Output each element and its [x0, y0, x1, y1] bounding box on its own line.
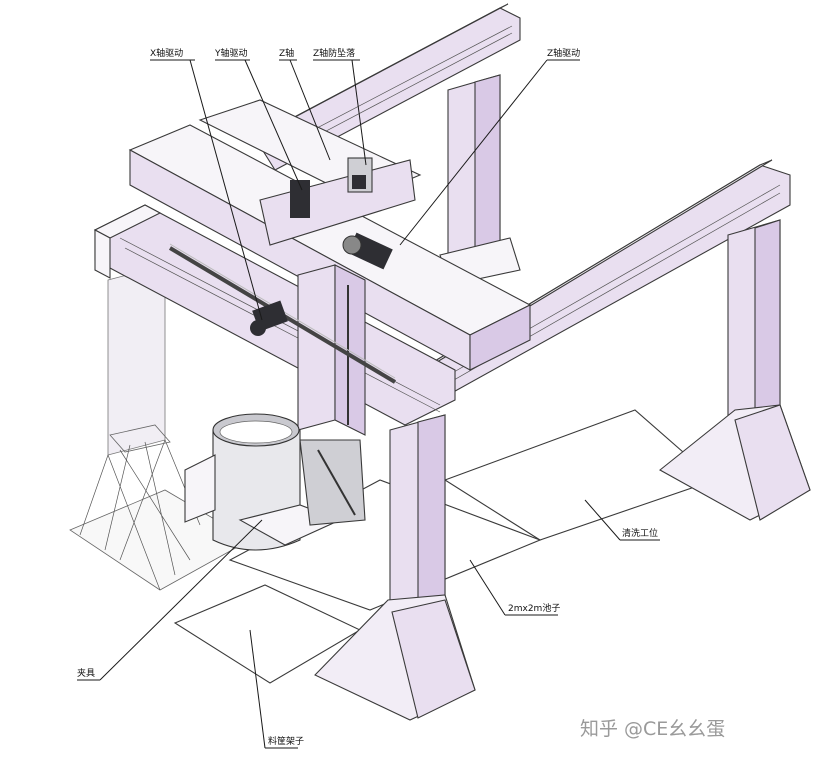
carriage	[128, 99, 532, 371]
z-antifall-unit	[347, 157, 373, 193]
y-drive-motor	[290, 180, 310, 218]
label-y-drive: Y轴驱动	[214, 47, 248, 59]
label-x-drive: X轴驱动	[150, 47, 183, 59]
front-right-leg	[659, 219, 811, 521]
fixture-cylinder	[184, 413, 366, 551]
x-drive-motor	[250, 300, 288, 336]
label-z-drive-right: Z轴驱动	[547, 47, 580, 59]
label-pool: 2mx2m池子	[508, 602, 560, 614]
label-material-rack: 料筐架子	[268, 735, 304, 747]
leader-lines	[77, 59, 660, 749]
left-leg-ghost	[69, 264, 251, 591]
label-z-axis: Z轴	[279, 47, 294, 59]
front-left-leg	[314, 414, 476, 721]
label-z-antifall: Z轴防坠落	[313, 47, 355, 59]
label-fixture: 夹具	[77, 667, 95, 679]
callout-labels: X轴驱动 Y轴驱动 Z轴 Z轴防坠落 Z轴驱动 夹具 料筐架子 2mx2m池子 …	[77, 47, 658, 747]
z-axis-column	[297, 264, 366, 436]
label-cleaning-station: 清洗工位	[622, 527, 658, 539]
z-drive-motor	[342, 232, 393, 270]
watermark-text: 知乎 @CE幺幺蛋	[580, 718, 725, 740]
